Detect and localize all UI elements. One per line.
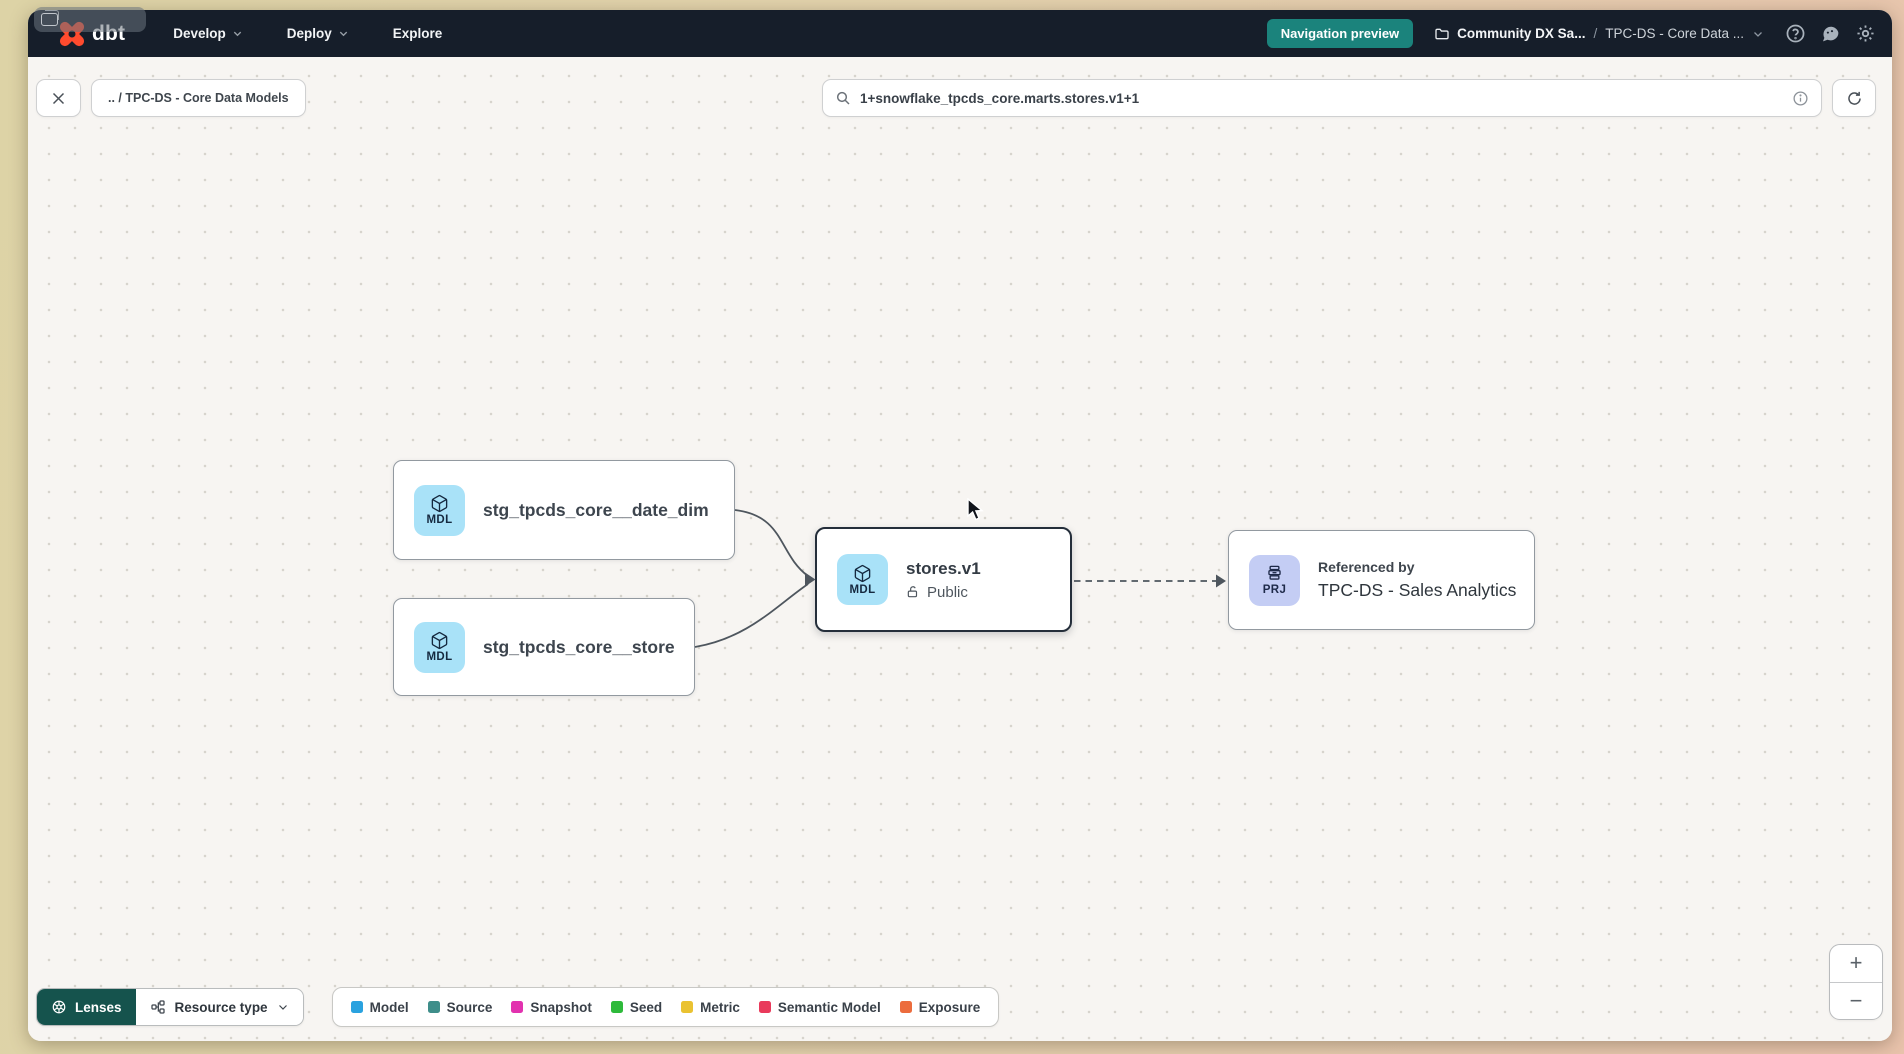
cube-icon	[431, 494, 448, 513]
arrowhead	[805, 572, 816, 587]
legend-chip	[350, 1001, 363, 1013]
breadcrumb-project[interactable]: Community DX Sa...	[1434, 26, 1585, 42]
search-icon	[836, 91, 850, 105]
resource-type-icon	[150, 1000, 165, 1014]
node-stg-tpcds-core-date-dim[interactable]: MDL stg_tpcds_core__date_dim	[393, 460, 735, 560]
info-icon[interactable]	[1792, 90, 1809, 107]
node-label: TPC-DS - Sales Analytics	[1318, 580, 1517, 600]
help-icon	[1786, 24, 1805, 43]
close-lineage-button[interactable]	[36, 79, 81, 117]
refresh-icon	[1847, 91, 1861, 105]
mouse-cursor	[967, 498, 984, 521]
screen-overlay-tab	[34, 7, 146, 32]
zoom-controls: + −	[1829, 944, 1883, 1020]
lock-open-icon	[907, 586, 918, 598]
cube-icon	[854, 564, 871, 582]
lenses-icon	[52, 1000, 66, 1014]
lens-controls: Lenses Resource type	[36, 988, 304, 1026]
project-badge: PRJ	[1249, 554, 1300, 606]
navbar-right: Navigation preview Community DX Sa... / …	[1266, 19, 1876, 48]
legend-chip	[899, 1001, 912, 1013]
refresh-lineage-button[interactable]	[1832, 79, 1876, 117]
node-kicker: Referenced by	[1318, 559, 1415, 575]
cube-icon	[431, 631, 448, 650]
lineage-breadcrumb-button[interactable]: .. / TPC-DS - Core Data Models	[91, 79, 306, 117]
top-navbar: dbt Develop Deploy Explore Navigation pr…	[28, 10, 1892, 57]
breadcrumb-separator: /	[1593, 26, 1598, 41]
lineage-toolbar: .. / TPC-DS - Core Data Models	[28, 79, 1892, 117]
model-badge: MDL	[414, 621, 465, 673]
app-window: dbt Develop Deploy Explore Navigation pr…	[28, 10, 1892, 1041]
zoom-out-button[interactable]: −	[1849, 987, 1863, 1013]
lenses-button[interactable]: Lenses	[37, 989, 136, 1025]
canvas-footer: Lenses Resource type Model Source	[36, 987, 1000, 1027]
gear-icon	[1857, 25, 1874, 42]
edge-store-to-stores	[694, 583, 809, 648]
node-label: stg_tpcds_core__date_dim	[483, 499, 709, 520]
navbar-icon-group	[1785, 23, 1876, 44]
model-badge: MDL	[414, 484, 465, 536]
legend-item-seed: Seed	[610, 1000, 662, 1015]
node-title: stores.v1	[906, 558, 981, 578]
chevron-down-icon	[1754, 31, 1762, 37]
legend-chip	[681, 1001, 694, 1013]
legend-item-exposure: Exposure	[899, 1000, 980, 1015]
legend-item-model: Model	[350, 1000, 409, 1015]
nav-item-explore[interactable]: Explore	[392, 26, 443, 41]
folder-icon	[1435, 28, 1449, 39]
node-stg-tpcds-core-store[interactable]: MDL stg_tpcds_core__store	[393, 598, 695, 696]
window-icon	[41, 10, 59, 26]
model-badge: MDL	[837, 554, 888, 605]
lineage-edges	[694, 509, 1226, 648]
resource-type-dropdown[interactable]: Resource type	[135, 989, 303, 1025]
lineage-search[interactable]	[822, 79, 1822, 117]
breadcrumb: Community DX Sa... / TPC-DS - Core Data …	[1434, 26, 1764, 42]
node-referenced-by-sales-analytics[interactable]: PRJ Referenced by TPC-DS - Sales Analyti…	[1228, 530, 1535, 630]
legend-item-semantic-model: Semantic Model	[758, 1000, 881, 1015]
arrowhead	[1216, 574, 1226, 588]
navigation-preview-badge[interactable]: Navigation preview	[1266, 19, 1414, 48]
legend-chip	[511, 1001, 524, 1013]
search-input[interactable]	[860, 90, 1783, 106]
chevron-down-icon	[278, 1005, 287, 1010]
close-icon	[52, 92, 65, 104]
node-stores-v1[interactable]: MDL stores.v1 Public	[815, 527, 1072, 632]
chevron-down-icon	[233, 31, 241, 37]
help-button[interactable]	[1785, 23, 1806, 44]
edge-date-dim-to-stores	[734, 509, 809, 577]
legend-chip	[427, 1001, 440, 1013]
feedback-icon	[1822, 26, 1839, 42]
nav-item-deploy[interactable]: Deploy	[287, 26, 349, 41]
legend-item-snapshot: Snapshot	[511, 1000, 592, 1015]
chevron-down-icon	[339, 31, 347, 37]
lineage-canvas[interactable]: .. / TPC-DS - Core Data Models MDL	[28, 57, 1892, 1041]
legend-item-metric: Metric	[681, 1000, 740, 1015]
resource-legend: Model Source Snapshot Seed Metric	[331, 987, 1000, 1027]
node-access: Public	[906, 584, 981, 601]
nav-item-develop[interactable]: Develop	[173, 26, 243, 41]
legend-chip	[610, 1001, 623, 1013]
legend-item-source: Source	[427, 1000, 492, 1015]
zoom-in-button[interactable]: +	[1830, 945, 1882, 983]
node-label: stg_tpcds_core__store	[483, 636, 675, 657]
settings-button[interactable]	[1855, 23, 1876, 44]
legend-chip	[758, 1001, 771, 1013]
stack-icon	[1268, 565, 1281, 580]
feedback-button[interactable]	[1820, 23, 1841, 44]
nav-menu: Develop Deploy Explore	[173, 26, 442, 41]
breadcrumb-section[interactable]: TPC-DS - Core Data ...	[1605, 26, 1744, 41]
